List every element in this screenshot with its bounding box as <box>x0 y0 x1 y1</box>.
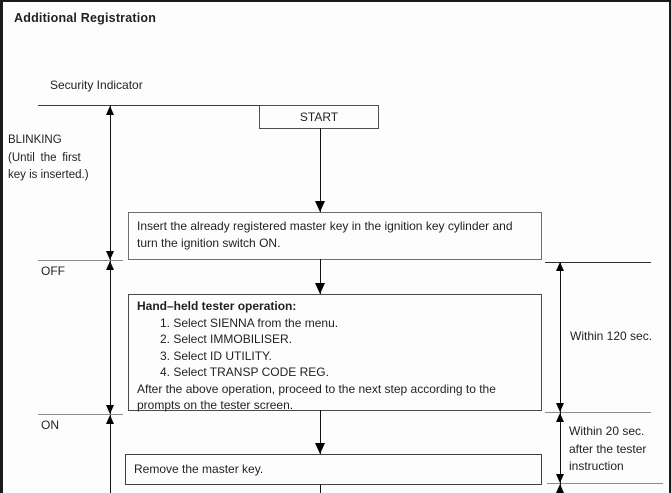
step2-heading: Hand–held tester operation: <box>137 299 297 313</box>
step1-line1: Insert the already registered master key… <box>137 219 513 233</box>
flow-connector <box>320 410 321 454</box>
arrow-up-icon <box>106 106 114 115</box>
within-20-line3: instruction <box>569 459 624 473</box>
security-indicator-label: Security Indicator <box>50 78 143 92</box>
arrow-up-icon <box>556 413 564 422</box>
step1-line2: turn the ignition switch ON. <box>137 236 281 250</box>
on-level-line <box>38 414 123 415</box>
step2-footer-line2: prompts on the tester screen. <box>137 398 294 412</box>
state-off-label: OFF <box>41 264 65 278</box>
state-blinking-line3: key is inserted.) <box>8 169 89 181</box>
timing-dimension-line <box>560 262 561 493</box>
timing-ref-line-mid <box>545 412 651 413</box>
step3-label: Remove the master key. <box>134 462 264 476</box>
timing-ref-line-top <box>545 262 651 263</box>
flow-connector <box>320 259 321 294</box>
arrow-down-icon <box>556 403 564 412</box>
blinking-level-line <box>38 105 259 106</box>
step2-item-3: 3. Select ID UTILITY. <box>160 348 272 363</box>
arrow-up-icon <box>556 262 564 271</box>
arrow-down-icon <box>106 251 114 260</box>
flow-connector <box>320 128 321 212</box>
within-20-label: Within 20 sec. after the tester instruct… <box>569 423 646 476</box>
arrow-down-icon <box>315 201 325 212</box>
step2-item-1: 1. Select SIENNA from the menu. <box>160 315 339 330</box>
within-120-label: Within 120 sec. <box>570 329 653 343</box>
arrow-down-icon <box>556 474 564 483</box>
flow-connector <box>320 485 321 493</box>
arrow-up-icon <box>106 415 114 424</box>
within-20-line2: after the tester <box>569 441 647 456</box>
within-20-line1: Within 20 sec. <box>569 424 645 438</box>
state-on-label: ON <box>41 418 59 432</box>
arrow-down-icon <box>315 443 325 454</box>
state-blinking-line2: (Until the first <box>8 151 81 164</box>
arrow-down-icon <box>106 405 114 414</box>
page-title: Additional Registration <box>14 11 157 25</box>
timing-ref-line-bottom <box>547 483 663 484</box>
start-label: START <box>299 110 339 124</box>
step3-box: Remove the master key. <box>125 454 542 485</box>
start-node: START <box>259 105 379 129</box>
state-blinking-label: BLINKING (Until the first key is inserte… <box>8 132 112 185</box>
off-level-line <box>38 260 123 261</box>
step2-item-2: 2. Select IMMOBILISER. <box>160 332 293 346</box>
state-blinking-line1: BLINKING <box>8 134 62 146</box>
indicator-timeline-line <box>110 106 111 493</box>
step2-box: Hand–held tester operation: 1. Select SI… <box>128 294 542 412</box>
arrow-up-icon <box>556 484 564 493</box>
arrow-down-icon <box>315 283 325 294</box>
step2-item-4: 4. Select TRANSP CODE REG. <box>160 365 329 379</box>
arrow-up-icon <box>106 261 114 270</box>
step2-footer-line1: After the above operation, proceed to th… <box>137 381 496 396</box>
step1-box: Insert the already registered master key… <box>128 212 542 260</box>
